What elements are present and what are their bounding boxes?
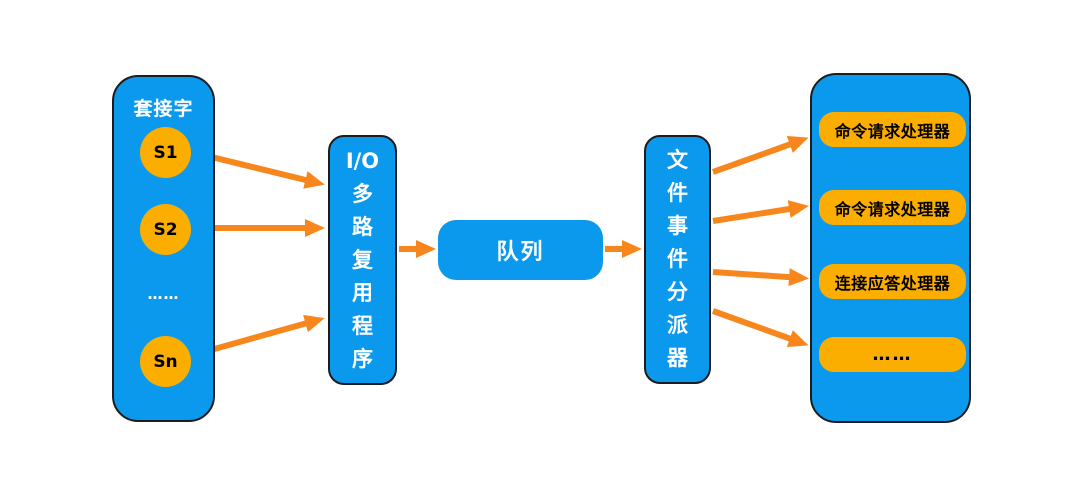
socket-node-s2: S2: [140, 204, 191, 255]
file-event-dispatcher-box: 文 件 事 件 分 派 器: [644, 135, 711, 384]
queue-box: 队列: [438, 220, 603, 280]
arrow-dispatcher-to-handler-1: [711, 135, 809, 175]
socket-node-s1: S1: [140, 127, 191, 178]
queue-label: 队列: [496, 240, 545, 265]
arrow-dispatcher-to-handler-4: [711, 308, 809, 348]
handler-command-request-1: 命令请求处理器: [819, 112, 966, 147]
handler-ellipsis: ……: [819, 337, 966, 372]
handler-connection-reply: 连接应答处理器: [819, 264, 966, 299]
file-event-dispatcher-label: 文 件 事 件 分 派 器: [667, 148, 688, 370]
socket-node-sn: Sn: [140, 336, 191, 387]
io-multiplexer-box: I/O 多 路 复 用 程 序: [328, 135, 397, 385]
handlers-panel: 命令请求处理器 命令请求处理器 连接应答处理器 ……: [810, 73, 971, 423]
arrow-dispatcher-to-handler-3: [712, 268, 809, 287]
handler-command-request-2: 命令请求处理器: [819, 190, 966, 225]
sockets-panel-title: 套接字: [133, 98, 194, 120]
arrow-dispatcher-to-handler-2: [712, 200, 809, 224]
io-multiplexer-label: I/O 多 路 复 用 程 序: [345, 148, 380, 371]
sockets-ellipsis: ……: [147, 285, 180, 303]
sockets-panel: 套接字 S1 S2 …… Sn: [112, 75, 215, 422]
